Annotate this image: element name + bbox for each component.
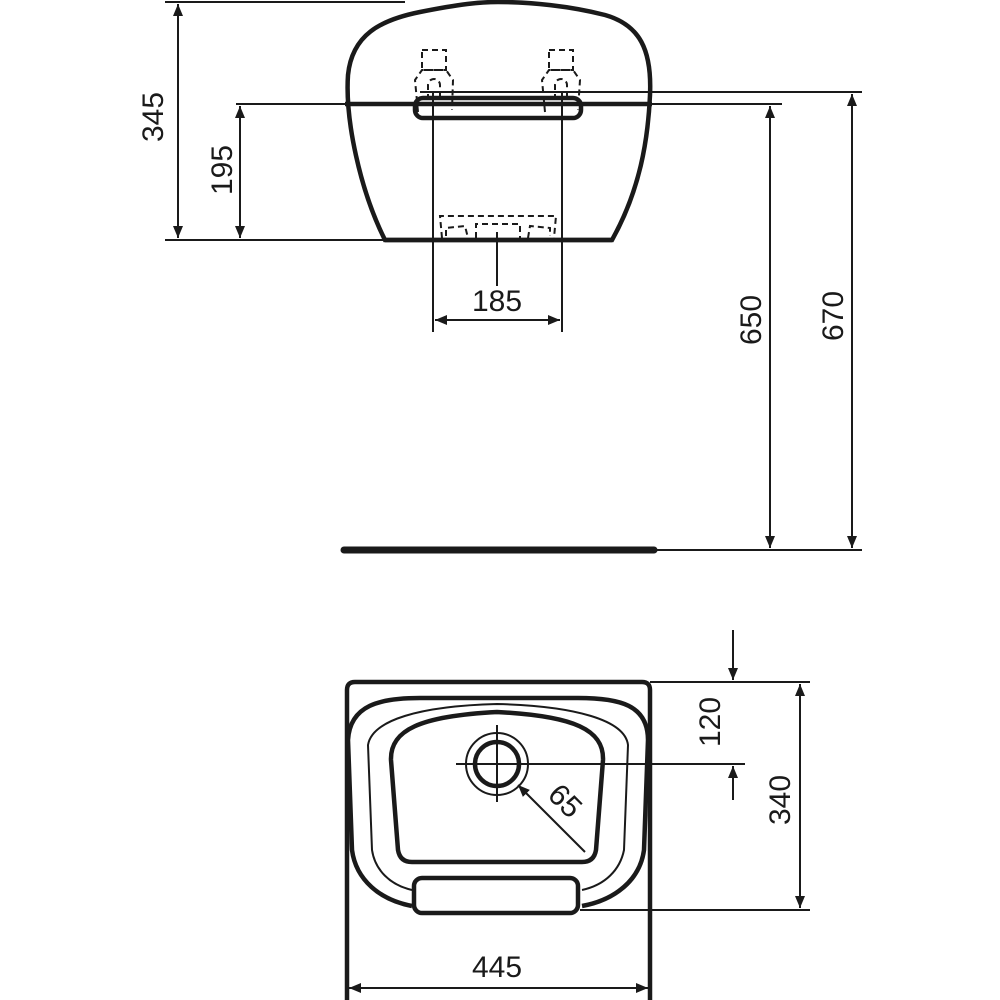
basin-side-outline [345,0,653,243]
dim-label-65: 65 [541,778,588,825]
front-ledge [411,875,581,916]
basin-plan-outline [344,679,653,1000]
dim-label-345: 345 [137,92,170,142]
dim-label-195: 195 [206,145,239,195]
basin-rim [345,695,651,909]
side-view: 345 195 185 650 670 [137,0,862,554]
basin-inner-rim [366,702,630,891]
bracket-left [413,49,455,113]
dim-line-65 [517,784,586,853]
plan-view: 65 120 340 445 [344,630,810,1000]
basin-bowl [388,709,606,865]
wall-slot [412,95,584,121]
dim-label-445: 445 [472,951,522,984]
dim-label-340: 340 [764,775,797,825]
dim-label-670: 670 [817,291,850,341]
dim-label-650: 650 [735,295,768,345]
dim-label-120: 120 [694,697,727,747]
bracket-right [540,49,582,113]
dim-label-185: 185 [472,285,522,318]
waste-fitting-hidden [438,215,558,239]
